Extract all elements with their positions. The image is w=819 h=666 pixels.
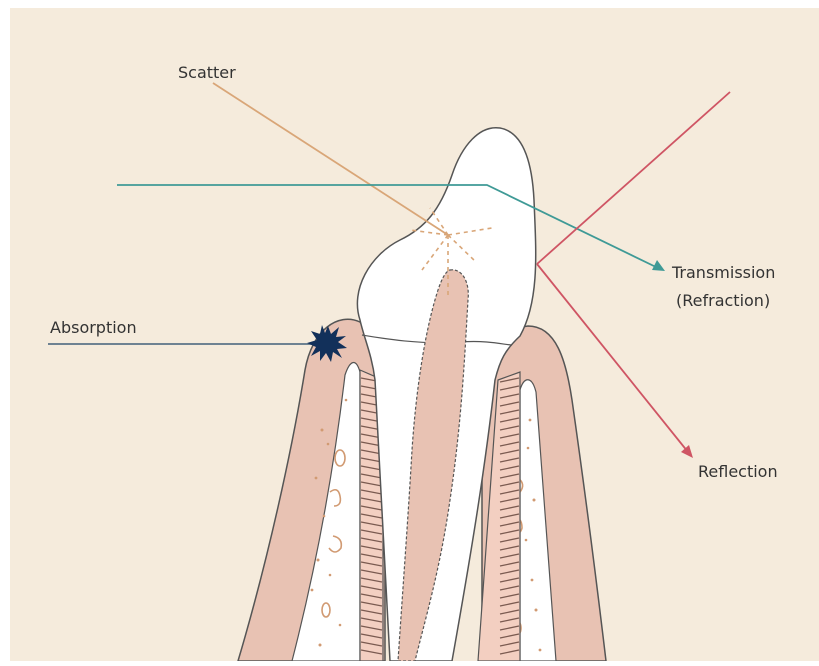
reflection-label: Reflection xyxy=(698,462,778,481)
transmission-label: Transmission xyxy=(671,263,775,282)
absorption-label: Absorption xyxy=(50,318,137,337)
scatter-label: Scatter xyxy=(178,63,236,82)
refraction-label: (Refraction) xyxy=(676,291,770,310)
